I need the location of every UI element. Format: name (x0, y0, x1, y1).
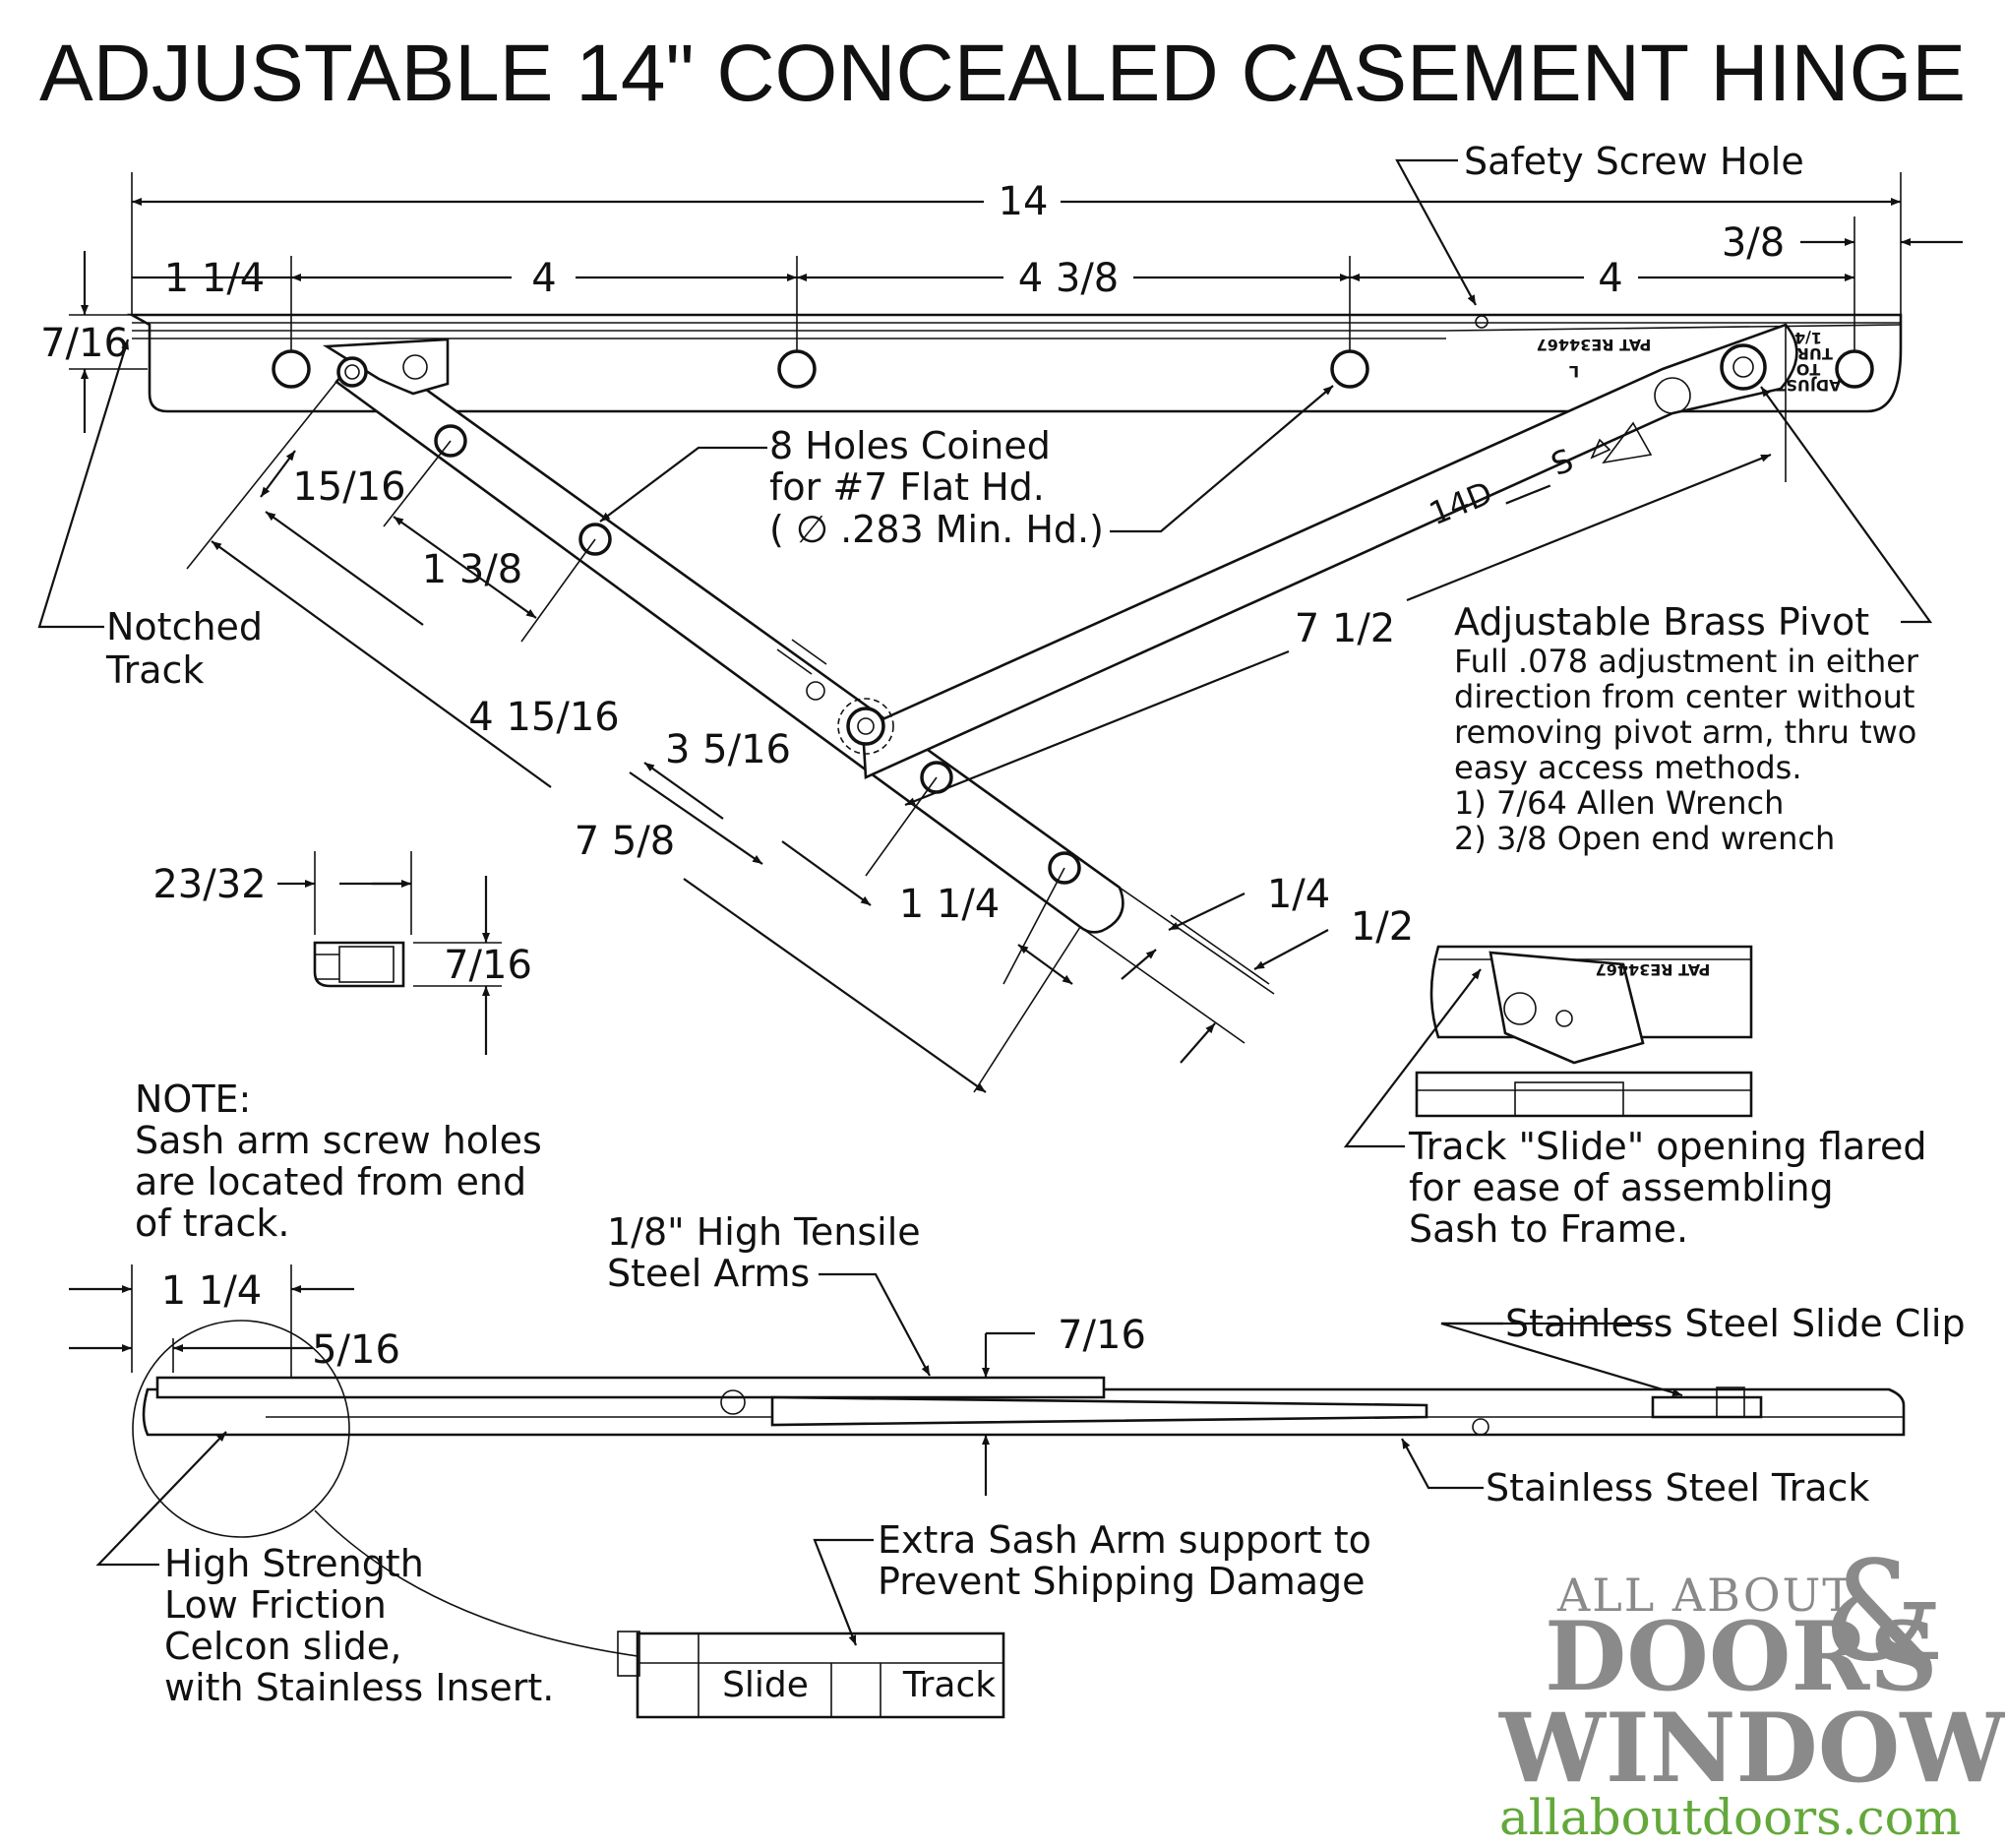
dim-clip-width: 23/32 (152, 862, 266, 907)
dim-arm-hole-2: 4 15/16 (468, 695, 619, 740)
top-dimensions: 14 1 1/4 4 4 3/8 4 3/8 7/16 (40, 172, 1963, 433)
support-line-1: Extra Sash Arm support to (878, 1518, 1371, 1562)
safety-screw-callout: Safety Screw Hole (1395, 140, 1804, 306)
slide-opening-line-3: Sash to Frame. (1409, 1207, 1688, 1251)
brand-logo: ALL ABOUT & DOORS WINDOWS allaboutdoors.… (1498, 1532, 2005, 1846)
holes-label-1: 8 Holes Coined (769, 424, 1051, 467)
dim-track-height: 7/16 (40, 321, 129, 366)
dim-arm-pivot: 15/16 (292, 464, 405, 510)
brass-pivot (1720, 343, 1767, 391)
note-line-1: NOTE: (135, 1078, 251, 1121)
pivot-line-4: easy access methods. (1454, 749, 1802, 786)
drawing-title: ADJUSTABLE 14" CONCEALED CASEMENT HINGE (39, 29, 1966, 118)
pivot-line-5: 1) 7/64 Allen Wrench (1454, 784, 1784, 822)
clip-detail: 23/32 7/16 (152, 851, 532, 1055)
logo-url: allaboutdoors.com (1499, 1789, 1961, 1846)
dim-arm-width-b: 1/2 (1351, 904, 1414, 950)
slide-opening-line-1: Track "Slide" opening flared (1408, 1125, 1926, 1168)
detail-patent: PAT RE34467 (1596, 960, 1711, 979)
pivot-line-1: Full .078 adjustment in either (1454, 643, 1919, 680)
pivot-title: Adjustable Brass Pivot (1454, 600, 1869, 644)
dim-arm-hole-3: 3 5/16 (665, 727, 791, 772)
support-line-2: Prevent Shipping Damage (878, 1560, 1366, 1603)
track-hole-2 (777, 349, 817, 389)
side-view: 1 1/4 5/16 7/16 1/8" High Tensile Steel … (69, 1210, 1966, 1709)
track-hole-3 (1330, 349, 1369, 389)
slide-opening-detail: PAT RE34467 Track "Slide" opening flared… (1343, 945, 1926, 1251)
patent-marking: PAT RE34467 (1537, 336, 1652, 354)
holes-callout: 8 Holes Coined for #7 Flat Hd. ( ∅ .283 … (599, 385, 1334, 551)
notched-label-2: Track (105, 648, 204, 692)
dim-arm-length: 7 5/8 (575, 819, 676, 864)
slide-detail-circle (132, 1320, 350, 1538)
safety-screw-label: Safety Screw Hole (1464, 140, 1804, 183)
track-hole-1 (272, 349, 311, 389)
note-block: NOTE: Sash arm screw holes are located f… (135, 1078, 542, 1245)
steel-arms-line-2: Steel Arms (607, 1252, 810, 1295)
pivot-line-2: direction from center without (1454, 678, 1914, 715)
dim-side-stack: 7/16 (1058, 1313, 1146, 1358)
dim-overall: 14 (999, 179, 1049, 224)
note-line-4: of track. (135, 1201, 290, 1245)
svg-text:TO: TO (1796, 360, 1821, 379)
slide-opening-line-2: for ease of assembling (1409, 1166, 1834, 1209)
slide-track-detail: Slide Track Extra Sash Arm support to Pr… (617, 1518, 1371, 1719)
dim-arm-width-a: 1/4 (1267, 872, 1330, 917)
logo-ampersand: & (1822, 1532, 1945, 1693)
logo-line-1: ALL ABOUT (1556, 1569, 1854, 1622)
detail-track-label: Track (902, 1665, 996, 1705)
svg-text:1/4: 1/4 (1794, 329, 1822, 347)
detail-slide-label: Slide (722, 1665, 809, 1705)
dim-side-slide: 5/16 (312, 1327, 400, 1373)
celcon-line-4: with Stainless Insert. (164, 1666, 554, 1709)
holes-label-2: for #7 Flat Hd. (769, 465, 1045, 509)
dim-support-arm: 7 1/2 (1295, 606, 1396, 651)
dim-arm-hole-4: 1 1/4 (899, 882, 1001, 927)
notched-label-1: Notched (106, 605, 263, 648)
dim-spacing-a: 4 (531, 256, 556, 301)
dim-side-end: 1 1/4 (161, 1268, 263, 1314)
track-label: Stainless Steel Track (1486, 1466, 1869, 1509)
logo-line-2: DOORS (1545, 1601, 1938, 1712)
dim-hole1: 1 1/4 (164, 256, 266, 301)
svg-text:ADJUST: ADJUST (1775, 376, 1841, 395)
celcon-line-1: High Strength (164, 1542, 424, 1585)
pivot-line-3: removing pivot arm, thru two (1454, 713, 1916, 751)
logo-line-3: WINDOWS (1498, 1693, 2005, 1804)
track-top-view: PAT RE34467 L ADJUST TO TURN 1/4 (126, 313, 1903, 413)
dim-end-offset: 3/8 (1722, 220, 1785, 266)
pivot-line-6: 2) 3/8 Open end wrench (1454, 820, 1835, 857)
dim-clip-height: 7/16 (444, 943, 532, 988)
celcon-line-2: Low Friction (164, 1583, 387, 1627)
pivot-callout: Adjustable Brass Pivot Full .078 adjustm… (1454, 386, 1933, 857)
holes-label-3: ( ∅ .283 Min. Hd.) (769, 508, 1104, 551)
notched-track-callout: Notched Track (37, 339, 263, 692)
dim-arm-hole-1: 1 3/8 (422, 547, 523, 592)
note-line-3: are located from end (135, 1160, 526, 1203)
dim-spacing-c: 4 (1598, 256, 1622, 301)
safety-screw-hole (1475, 315, 1489, 329)
steel-arms-line-1: 1/8" High Tensile (607, 1210, 921, 1254)
celcon-line-3: Celcon slide, (164, 1625, 401, 1668)
slide-clip-label: Stainless Steel Slide Clip (1505, 1302, 1966, 1345)
note-line-2: Sash arm screw holes (135, 1119, 542, 1162)
hand-marking: L (1569, 362, 1579, 381)
dim-spacing-b: 4 3/8 (1018, 256, 1120, 301)
arm-dimensions: 15/16 1 3/8 4 15/16 3 5/16 7 5/8 1 1/4 7… (186, 325, 1787, 1093)
